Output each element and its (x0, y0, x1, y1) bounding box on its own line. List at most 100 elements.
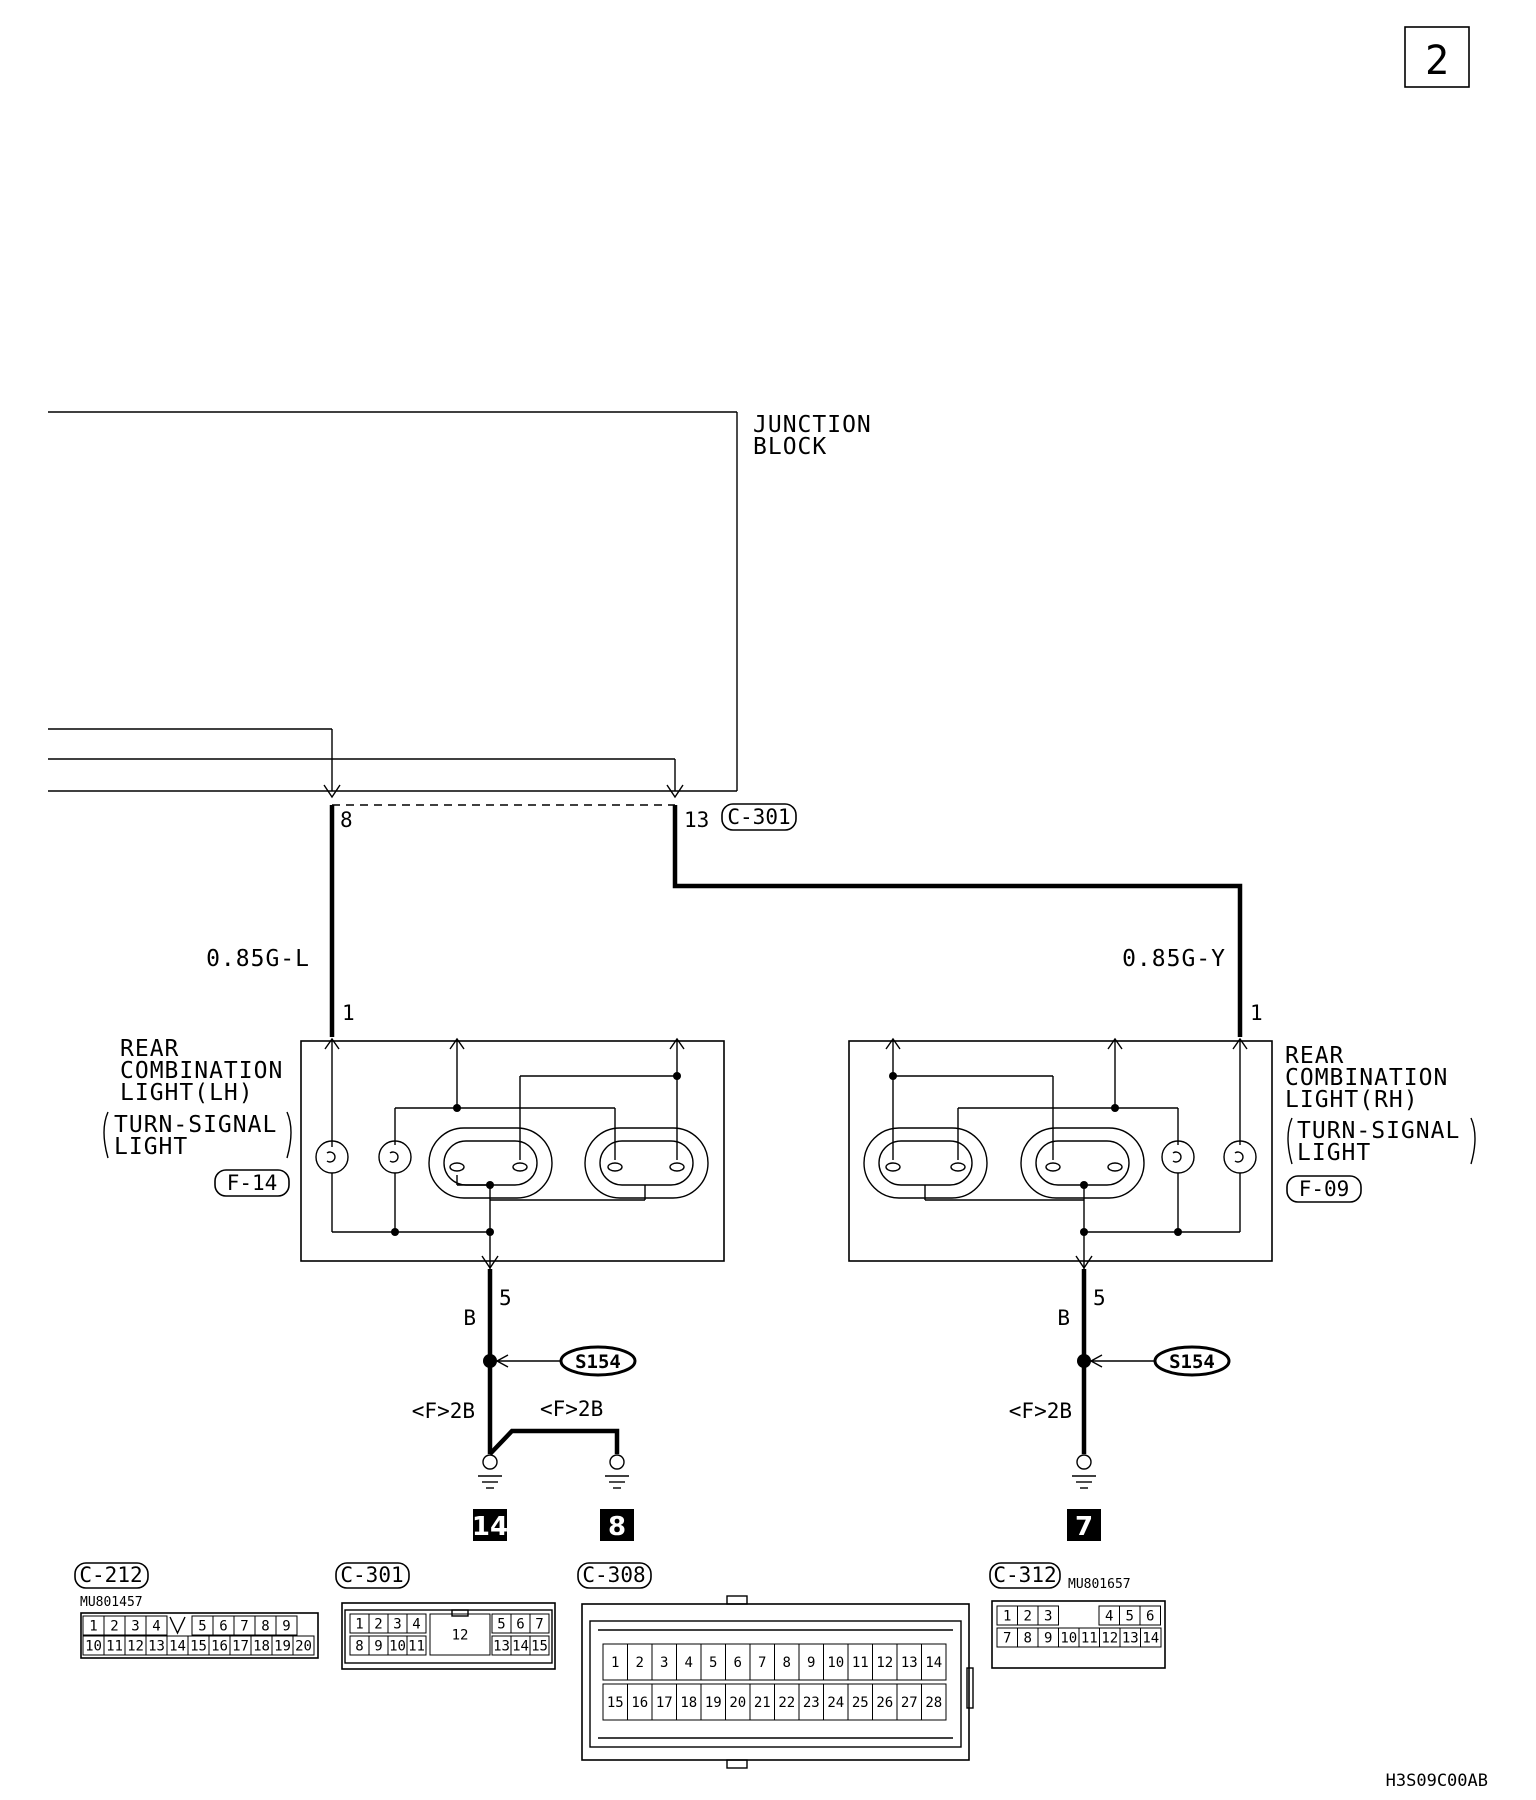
c308-pin: 26 (876, 1695, 893, 1711)
c301-pin: 15 (531, 1639, 548, 1655)
c212-pin: 9 (282, 1619, 290, 1635)
rh-ground-wire: B (1057, 1306, 1070, 1330)
lamp-rh-label-3: LIGHT(RH) (1285, 1087, 1419, 1113)
c312-pin: 14 (1142, 1631, 1159, 1647)
connector-pin-cell (1139, 1605, 1161, 1626)
connector-pin-cell (406, 1635, 427, 1656)
c312-pin: 8 (1024, 1631, 1032, 1647)
c301-pin: 6 (516, 1617, 524, 1633)
wire-left-spec: 0.85G-L (206, 946, 310, 972)
c301-pin: 3 (393, 1617, 401, 1633)
junction-block: JUNCTION BLOCK (48, 411, 872, 792)
splice-s154-right: S154 (1169, 1351, 1215, 1373)
c301-connector-label: C-301 (727, 805, 790, 829)
c308-pin: 25 (852, 1695, 869, 1711)
c308-pin: 12 (876, 1655, 893, 1671)
lamp-rh-connector: F-09 (1299, 1177, 1350, 1201)
c308-pin: 2 (636, 1655, 644, 1671)
connector-pin-cell (292, 1635, 315, 1656)
c308-pin: 3 (660, 1655, 668, 1671)
c308-pin: 5 (709, 1655, 717, 1671)
lamp-rh-label-1: REAR (1285, 1043, 1344, 1069)
c312-pin: 7 (1003, 1631, 1011, 1647)
connector-pin-cell (1140, 1627, 1162, 1648)
c212-pin: 11 (106, 1639, 123, 1655)
c308-pin: 6 (734, 1655, 742, 1671)
wire-left-green-blue: 0.85G-L 1 (206, 805, 355, 1037)
c308-pin: 7 (758, 1655, 766, 1671)
c212-pin: 2 (110, 1619, 118, 1635)
c301-pin: 7 (535, 1617, 543, 1633)
c212-pin: 7 (240, 1619, 248, 1635)
c301-pin: 2 (374, 1617, 382, 1633)
c212-pin: 13 (148, 1639, 165, 1655)
c301-pin: 10 (389, 1639, 406, 1655)
c308-pin: 17 (656, 1695, 673, 1711)
c312-pin: 9 (1044, 1631, 1052, 1647)
c212-pin: 8 (261, 1619, 269, 1635)
c301-pin: 1 (355, 1617, 363, 1633)
c301-pin-13: 13 (684, 808, 709, 832)
c312-pin: 5 (1126, 1609, 1134, 1625)
lamp-lh-label-3: LIGHT(LH) (120, 1080, 254, 1106)
c212-pin: 12 (127, 1639, 144, 1655)
c312-pin: 3 (1044, 1609, 1052, 1625)
c301-key-mark (451, 1609, 469, 1617)
c312-pin: 13 (1122, 1631, 1139, 1647)
c308-pin: 1 (611, 1655, 619, 1671)
connector-pin-cell (529, 1635, 550, 1656)
c312-pin: 4 (1105, 1609, 1113, 1625)
c212-pin: 14 (169, 1639, 186, 1655)
connector-pin-cell (529, 1613, 550, 1634)
c308-pin: 16 (631, 1695, 648, 1711)
connector-c301-pins: 8 13 C-301 (332, 803, 797, 832)
wire-right-spec: 0.85G-Y (1122, 946, 1226, 972)
c308-pin: 15 (607, 1695, 624, 1711)
splice-s154-left: S154 (575, 1351, 621, 1373)
junction-block-label-1: JUNCTION (753, 412, 872, 438)
c212-pin: 10 (85, 1639, 102, 1655)
c212-part: MU801457 (80, 1595, 143, 1610)
connector-pin-cell (921, 1683, 947, 1721)
c308-pin: 28 (925, 1695, 942, 1711)
c212-pin: 15 (190, 1639, 207, 1655)
c301-pin: 4 (412, 1617, 420, 1633)
c301-pin: 14 (512, 1639, 529, 1655)
c301-pin: 13 (493, 1639, 510, 1655)
c212-pin: 17 (232, 1639, 249, 1655)
c212-pin: 18 (253, 1639, 270, 1655)
figure-code: H3S09C00AB (1386, 1771, 1488, 1791)
c308-pin: 18 (680, 1695, 697, 1711)
c212-pin: 4 (152, 1619, 160, 1635)
connector-pin-cell (406, 1613, 427, 1634)
c301-pin: 8 (355, 1639, 363, 1655)
ground-wiring-right: 5 B S154 <F>2B 7 (1009, 1269, 1231, 1542)
lamp-lh-label-1: REAR (120, 1036, 179, 1062)
c308-pin: 21 (754, 1695, 771, 1711)
c212-pin: 3 (131, 1619, 139, 1635)
lamp-lh-label-2: COMBINATION (120, 1058, 283, 1084)
ground-wire-right: <F>2B (1009, 1399, 1072, 1423)
c312-pin: 12 (1101, 1631, 1118, 1647)
c308-pin: 9 (807, 1655, 815, 1671)
c212-label: C-212 (79, 1563, 142, 1587)
lamp-rh-sub-2: LIGHT (1297, 1140, 1371, 1166)
connector-pin-cell (921, 1643, 947, 1681)
ground-wire-left-a: <F>2B (412, 1399, 475, 1423)
c308-pin: 10 (827, 1655, 844, 1671)
c212-pin: 16 (211, 1639, 228, 1655)
ground-wire-left-b: <F>2B (540, 1397, 603, 1421)
connector-pin-cell (429, 1613, 491, 1656)
c308-pin: 14 (925, 1655, 942, 1671)
rear-combination-light-lh: REAR COMBINATION LIGHT(LH) TURN-SIGNAL L… (103, 1036, 725, 1270)
page-number: 2 (1425, 38, 1449, 84)
c301-view-label: C-301 (340, 1563, 403, 1587)
c308-pin: 4 (685, 1655, 693, 1671)
c312-pin: 11 (1081, 1631, 1098, 1647)
